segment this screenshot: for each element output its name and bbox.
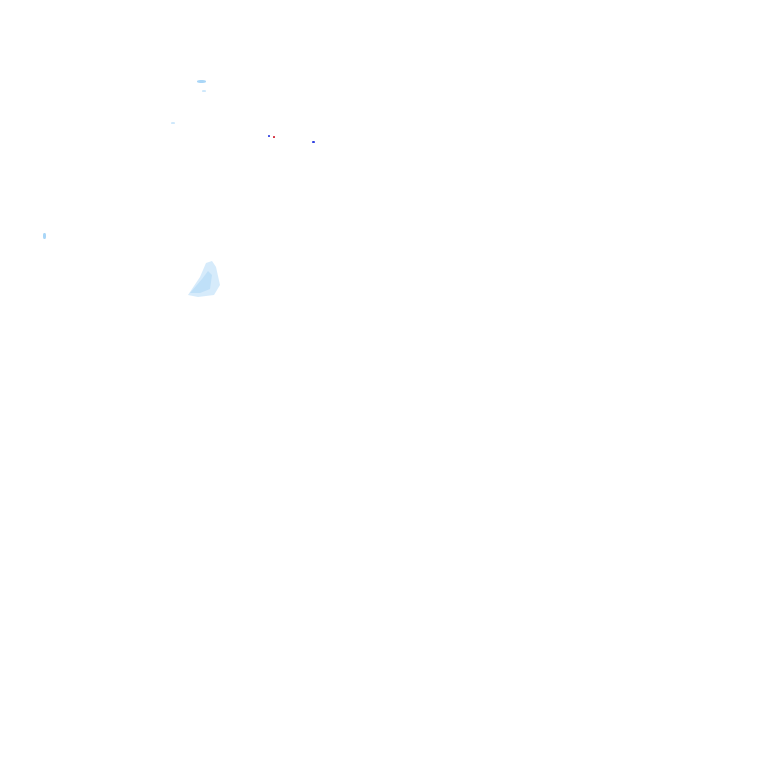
precip-echo [43,233,46,239]
precip-echo [312,141,315,143]
precip-echo [268,135,270,137]
precip-echo [273,136,275,138]
precip-area [188,261,220,297]
precip-echo [171,122,175,124]
precip-echo [197,80,206,83]
precip-echo [202,90,206,92]
